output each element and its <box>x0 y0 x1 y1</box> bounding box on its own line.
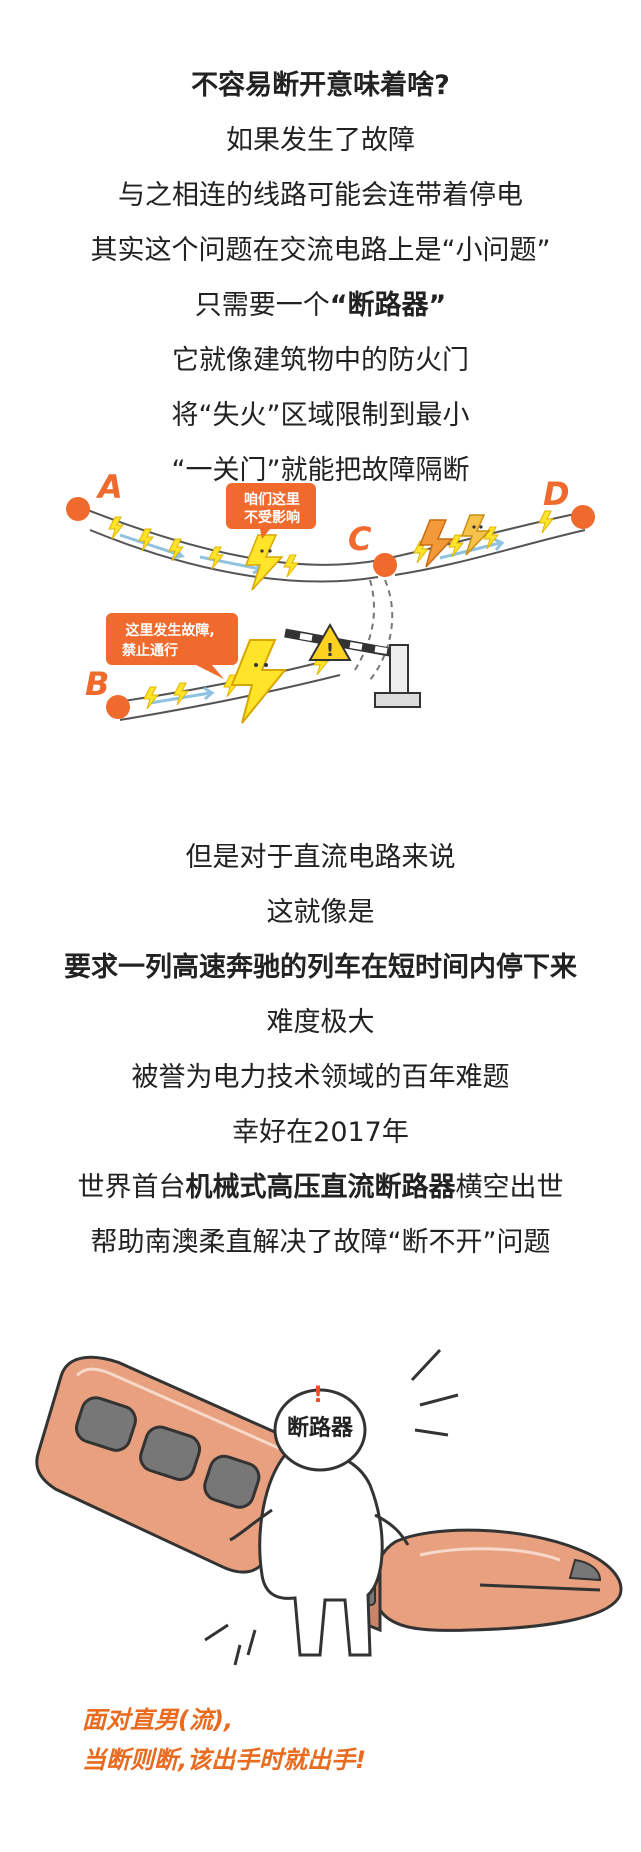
text-line: 幸好在2017年 <box>232 1117 409 1148</box>
bubble-left-line2: 禁止通行 <box>122 642 178 659</box>
text-line: 被誉为电力技术领域的百年难题 <box>131 1062 510 1093</box>
caption-line2: 当断则断,该出手时就出手! <box>82 1746 367 1774</box>
fault-bolt <box>230 639 288 724</box>
text-segment: 世界首台 <box>77 1172 186 1203</box>
speech-bubble-top <box>226 483 316 539</box>
node-a-label: A <box>95 468 123 506</box>
node-c-label: C <box>348 520 372 558</box>
helmet <box>273 1388 367 1472</box>
breaker-character <box>258 1453 384 1657</box>
node-b <box>106 695 130 719</box>
text-line: 它就像建筑物中的防火门 <box>172 345 469 376</box>
bubble-top-line1: 咱们这里 <box>244 491 300 508</box>
text-segment: 横空出世 <box>455 1172 564 1203</box>
helmet-mark: ! <box>313 1383 323 1408</box>
text-line: 但是对于直流电路来说 <box>185 842 456 873</box>
caption-line1: 面对直男(流), <box>82 1706 234 1734</box>
wire-b <box>109 659 331 704</box>
dc-text-block: 但是对于直流电路来说 这就像是 要求一列高速奔驰的列车在短时间内停下来 难度极大… <box>0 830 641 1270</box>
speech-bubble-left <box>106 613 238 679</box>
bubble-left-line1: 这里发生故障, <box>125 622 214 639</box>
text-line: 将“失火”区域限制到最小 <box>171 400 470 431</box>
text-line: 只需要一个“断路器” <box>0 278 641 333</box>
text-line: 如果发生了故障 <box>226 125 415 156</box>
text-segment: 只需要一个 <box>194 290 330 321</box>
section-title: 不容易断开意味着啥? <box>191 70 450 101</box>
text-line: 世界首台机械式高压直流断路器横空出世 <box>0 1160 641 1215</box>
bolt-character <box>244 534 284 591</box>
text-line: 难度极大 <box>266 1007 375 1038</box>
wire-a-c <box>74 504 381 566</box>
bubble-top-line2: 不受影响 <box>244 509 300 526</box>
ac-circuit-illustration: A C D 咱们这里 不受影响 ! B 这里发生故障, 禁止通行 <box>66 468 595 724</box>
helmet-label: 断路器 <box>287 1415 354 1441</box>
text-line: 帮助南澳柔直解决了故障“断不开”问题 <box>90 1227 551 1258</box>
node-b-label: B <box>85 665 109 703</box>
text-line: 其实这个问题在交流电路上是“小问题” <box>90 235 551 266</box>
node-c <box>373 553 397 577</box>
text-line: 与之相连的线路可能会连带着停电 <box>118 180 523 211</box>
caption: 面对直男(流), 当断则断,该出手时就出手! <box>82 1700 366 1780</box>
dc-breaker-highlight: 机械式高压直流断路器 <box>185 1172 456 1203</box>
node-d <box>571 505 595 529</box>
text-line: 这就像是 <box>266 897 375 928</box>
highlight-line: 要求一列高速奔驰的列车在短时间内停下来 <box>64 952 577 983</box>
train-right <box>353 1528 623 1633</box>
breaker-highlight: “断路器” <box>329 290 447 321</box>
text-line: “一关门”就能把故障隔断 <box>171 455 470 486</box>
warning-sign <box>308 622 352 661</box>
node-a <box>66 497 90 521</box>
intro-text-block: 不容易断开意味着啥? 如果发生了故障 与之相连的线路可能会连带着停电 其实这个问… <box>0 58 641 498</box>
bolt-character <box>418 519 454 568</box>
svg-text:!: ! <box>326 640 334 661</box>
node-d-label: D <box>543 475 570 513</box>
breaker-character-illustration: ! 断路器 <box>35 1348 623 1666</box>
train-left <box>35 1355 309 1574</box>
